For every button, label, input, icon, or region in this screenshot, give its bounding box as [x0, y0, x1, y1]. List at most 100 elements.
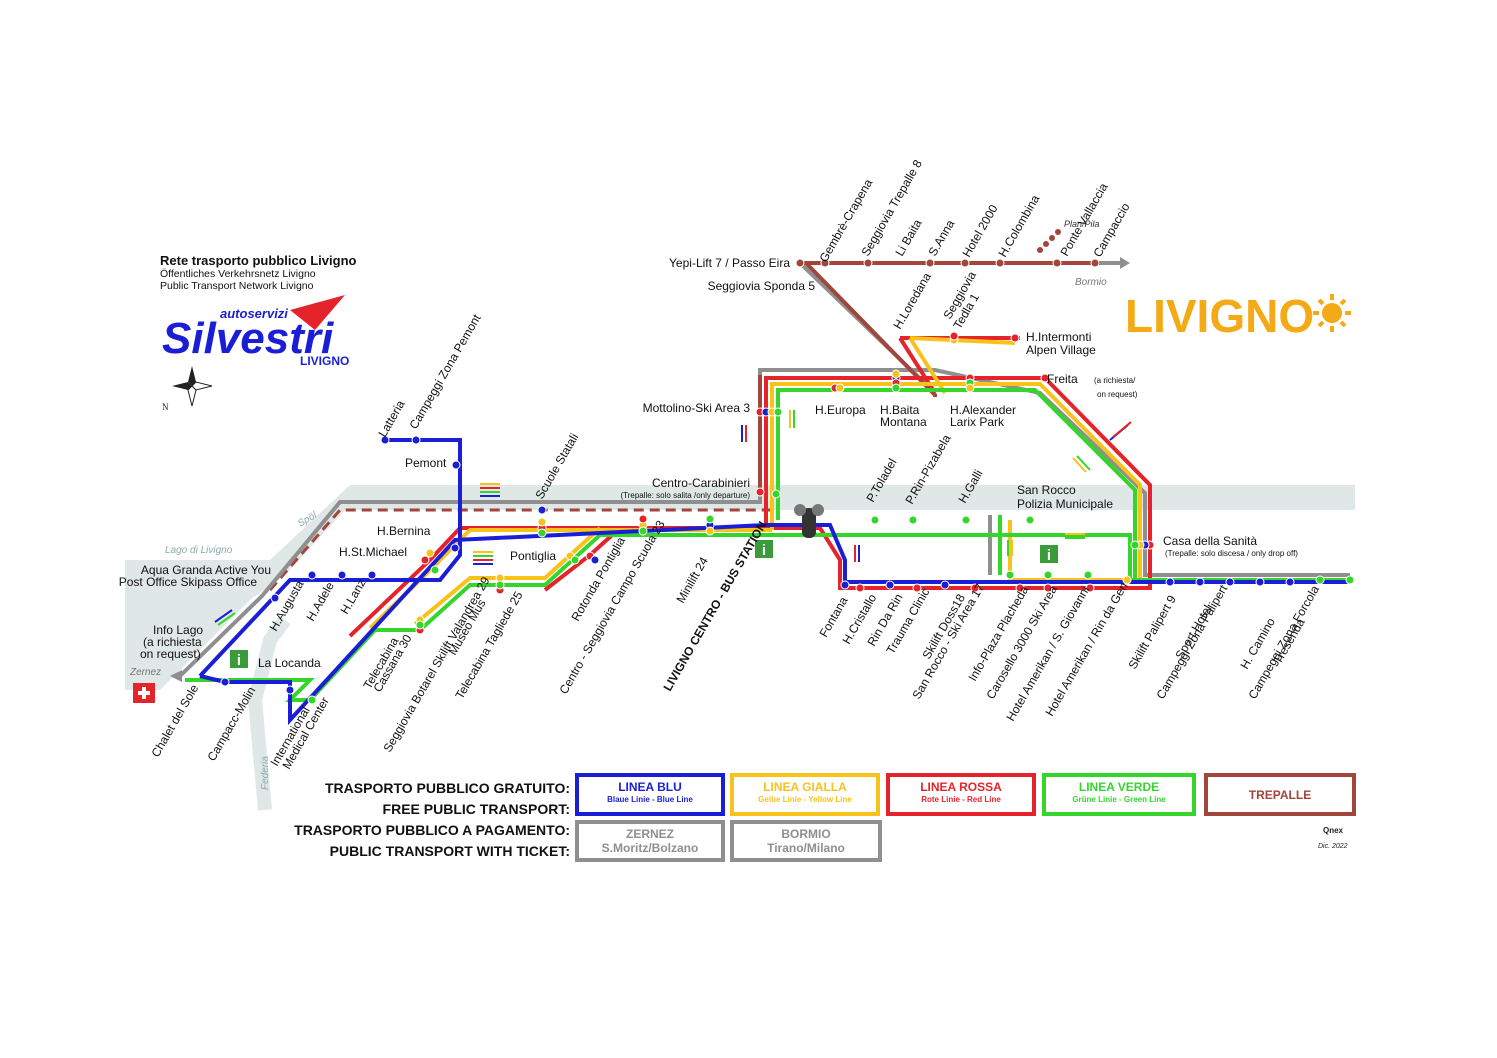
stop-label: La Locanda: [258, 656, 321, 670]
stop-marker: [949, 331, 959, 341]
legend-trepalle: TREPALLE: [1204, 773, 1356, 816]
stop-marker: [420, 555, 430, 565]
bormio-arrow-icon: [1120, 257, 1130, 269]
stop-marker: [451, 460, 461, 470]
stop-marker: [590, 555, 600, 565]
stop-marker: [1052, 258, 1062, 268]
compass-n-label: N: [162, 402, 169, 412]
stop-label: Aqua Granda Active You: [141, 563, 271, 577]
svg-text:autoservizi: autoservizi: [220, 306, 288, 321]
stop-marker: [425, 548, 435, 558]
credit-date: Dic. 2022: [1318, 843, 1348, 850]
stop-label: Post Office Skipass Office: [119, 575, 258, 589]
stop-marker: [495, 580, 505, 590]
compass-icon: [172, 366, 213, 407]
stop-marker: [771, 489, 781, 499]
stop-label: Campeggi Zona Pemont: [406, 311, 483, 431]
green-route-b: [776, 388, 1137, 580]
stop-marker: [1083, 570, 1093, 580]
stop-label: Centro-Carabinieri: [652, 476, 750, 490]
stop-label: H.Bernina: [377, 524, 431, 538]
stop-marker: [820, 258, 830, 268]
stop-label: (a richiesta: [143, 635, 202, 649]
stop-marker: [960, 258, 970, 268]
stop-marker: [307, 695, 317, 705]
stop-note: (Trepalle: solo salita /only departure): [620, 491, 750, 500]
stop-label: H.Baita: [880, 403, 920, 417]
sun-icon: [1313, 294, 1351, 332]
lake-label: Lago di Livigno: [165, 545, 233, 556]
stop-label: Yepi-Lift 7 / Passo Eira: [669, 256, 790, 270]
stop-label: H.Loredana: [890, 270, 934, 332]
stop-marker: [1195, 577, 1205, 587]
stop-label: Polizia Municipale: [1017, 497, 1113, 511]
stop-note: (Trepalle: solo discesa / only drop off): [1165, 549, 1298, 558]
stop-marker: [1285, 577, 1295, 587]
stop-marker: [537, 528, 547, 538]
stop-marker: [570, 555, 580, 565]
stop-marker: [885, 580, 895, 590]
stop-label: Seggiovia Trepalle 8: [858, 157, 925, 258]
stop-marker: [1122, 575, 1132, 585]
stop-label: Li Baita: [892, 217, 924, 259]
stop-marker: [537, 517, 547, 527]
stop-marker: [430, 565, 440, 575]
plan-pila-dots: [1037, 229, 1061, 253]
legend-free-en: FREE PUBLIC TRANSPORT:: [382, 801, 570, 817]
stop-marker: [773, 407, 783, 417]
lake-area: [125, 485, 1355, 690]
yellow-route-intermonti: [908, 336, 1016, 395]
trepalle-dashed-route: [268, 508, 770, 591]
stop-label: Larix Park: [950, 415, 1005, 429]
stop-note: (a richiesta/: [1094, 376, 1136, 385]
stop-marker: [891, 383, 901, 393]
stop-marker: [705, 514, 715, 524]
bus-station-marker: [794, 504, 824, 538]
livigno-brand: LIVIGNO: [1125, 290, 1314, 342]
stop-label: on request): [140, 647, 201, 661]
silvestri-logo: autoservizi Silvestri LIVIGNO: [162, 295, 349, 368]
stop-marker: [638, 514, 648, 524]
stop-marker: [450, 543, 460, 553]
stop-label: Latteria: [375, 398, 407, 440]
stop-label: Minilift 24: [673, 554, 711, 605]
direction-arrows: [214, 410, 1132, 626]
svg-text:Silvestri: Silvestri: [162, 314, 334, 363]
stop-label: H.Europa: [815, 403, 866, 417]
stop-marker: [912, 583, 922, 593]
info-icon: i: [1040, 545, 1058, 564]
plan-label: Plan/Pila: [1064, 219, 1100, 229]
stop-label: H.Alexander: [950, 403, 1016, 417]
svg-text:i: i: [237, 652, 241, 669]
stop-marker: [1040, 373, 1050, 383]
stop-label: Pontiglia: [510, 549, 556, 563]
stop-marker: [970, 583, 980, 593]
stop-marker: [940, 580, 950, 590]
stop-label: Pemont: [405, 456, 447, 470]
trepalle-route-down: [804, 261, 937, 397]
stop-label: H.Colombina: [995, 192, 1042, 259]
zernez-label: Zernez: [129, 667, 161, 678]
svg-text:LIVIGNO: LIVIGNO: [300, 354, 349, 368]
stop-label: Alpen Village: [1026, 343, 1096, 357]
stop-label: H.Intermonti: [1026, 330, 1091, 344]
stop-marker: [995, 258, 1005, 268]
stop-marker: [1043, 570, 1053, 580]
svg-text:i: i: [1047, 547, 1051, 564]
stop-marker: [380, 435, 390, 445]
stop-marker: [908, 515, 918, 525]
stop-marker: [270, 593, 280, 603]
stop-label: Casa della Sanità: [1163, 534, 1257, 548]
stop-marker: [1130, 540, 1140, 550]
stop-marker: [1043, 583, 1053, 593]
stop-marker: [925, 258, 935, 268]
stop-label: Montana: [880, 415, 927, 429]
stop-label: Mottolino-Ski Area 3: [643, 401, 751, 415]
stop-label: Skilift Palipert 9: [1125, 593, 1179, 672]
red-route-a: [348, 376, 1152, 638]
stop-label: San Rocco: [1017, 483, 1076, 497]
